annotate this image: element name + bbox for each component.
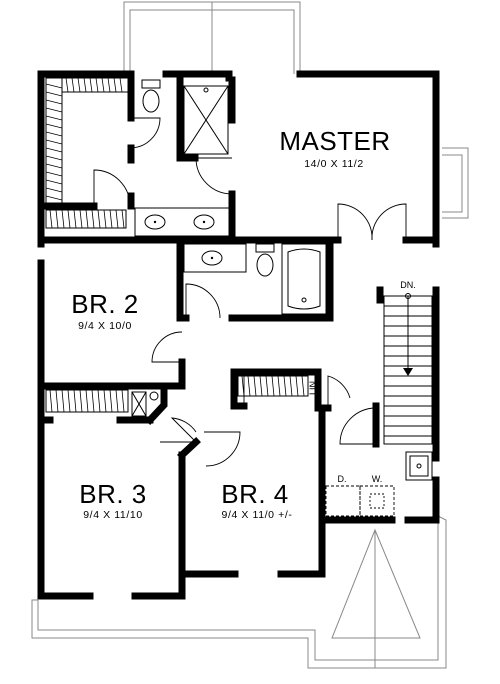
dryer-label: D. [338, 474, 347, 484]
br2-room-name: BR. 2 [71, 289, 139, 319]
master-bath-fixtures [134, 79, 230, 237]
stair-down-label: DN. [400, 280, 416, 290]
br3-room-dims: 9/4 X 11/10 [83, 509, 143, 521]
br2-room-dims: 9/4 X 10/0 [78, 320, 132, 332]
stairs [383, 293, 433, 445]
br4-room-name: BR. 4 [221, 479, 289, 509]
interior-walls [37, 70, 440, 578]
master-room-name: MASTER [279, 126, 390, 156]
laundry-appliances [325, 451, 433, 517]
hall-bath-fixtures [183, 243, 327, 315]
linen-label: LIN [308, 381, 318, 395]
washer-label: W. [372, 474, 383, 484]
door-swings [93, 117, 407, 467]
closet-shelving [45, 77, 309, 417]
master-room-dims: 14/0 X 11/2 [304, 158, 364, 170]
br4-room-dims: 9/4 X 11/0 +/- [222, 509, 293, 521]
exterior-walls [37, 70, 440, 600]
br3-room-name: BR. 3 [79, 479, 147, 509]
roof-outlines [31, 1, 469, 669]
